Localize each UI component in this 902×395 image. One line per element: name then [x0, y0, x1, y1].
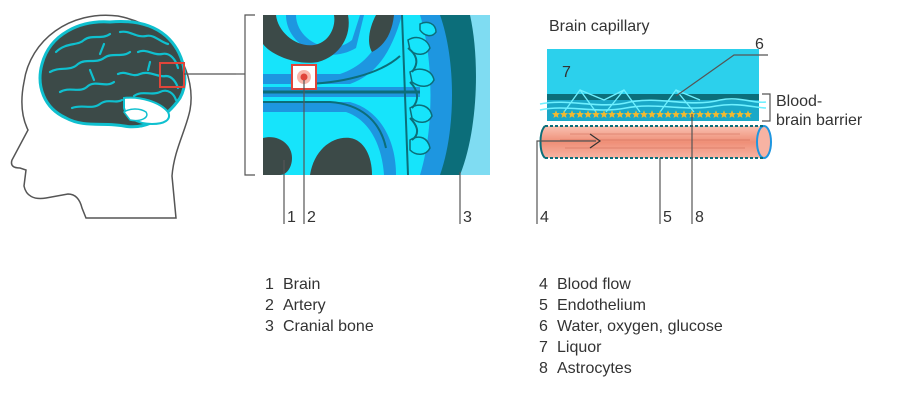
- legend-label: Brain: [283, 276, 320, 293]
- legend-number: 6: [539, 316, 557, 337]
- legend-label: Artery: [283, 297, 326, 314]
- callout-number-5: 5: [663, 209, 672, 227]
- brain-section: [263, 15, 490, 175]
- legend-number: 3: [265, 316, 283, 337]
- legend-number: 8: [539, 358, 557, 379]
- legend-number: 4: [539, 274, 557, 295]
- callout-number-8: 8: [695, 209, 704, 227]
- bbb-label: Blood- brain barrier: [776, 92, 862, 130]
- callout-number-2: 2: [307, 209, 316, 227]
- legend-label: Liquor: [557, 339, 601, 356]
- brain-icon: [40, 22, 185, 127]
- bbb-label-line1: Blood-: [776, 92, 862, 111]
- legend-label: Astrocytes: [557, 360, 632, 377]
- legend-label: Blood flow: [557, 276, 631, 293]
- legend-label: Endothelium: [557, 297, 646, 314]
- callout-number-4: 4: [540, 209, 549, 227]
- bbb-label-line2: brain barrier: [776, 111, 862, 130]
- callout-number-1: 1: [287, 209, 296, 227]
- section-bracket: [245, 15, 255, 175]
- callout-number-6: 6: [755, 36, 764, 54]
- callout-number-3: 3: [463, 209, 472, 227]
- legend-number: 7: [539, 337, 557, 358]
- legend-number: 1: [265, 274, 283, 295]
- callout-number-7: 7: [562, 64, 571, 82]
- capillary-title: Brain capillary: [549, 18, 649, 36]
- legend-label: Water, oxygen, glucose: [557, 318, 723, 335]
- legend-number: 2: [265, 295, 283, 316]
- legend-number: 5: [539, 295, 557, 316]
- capillary-diagram: [540, 49, 771, 158]
- legend-label: Cranial bone: [283, 318, 374, 335]
